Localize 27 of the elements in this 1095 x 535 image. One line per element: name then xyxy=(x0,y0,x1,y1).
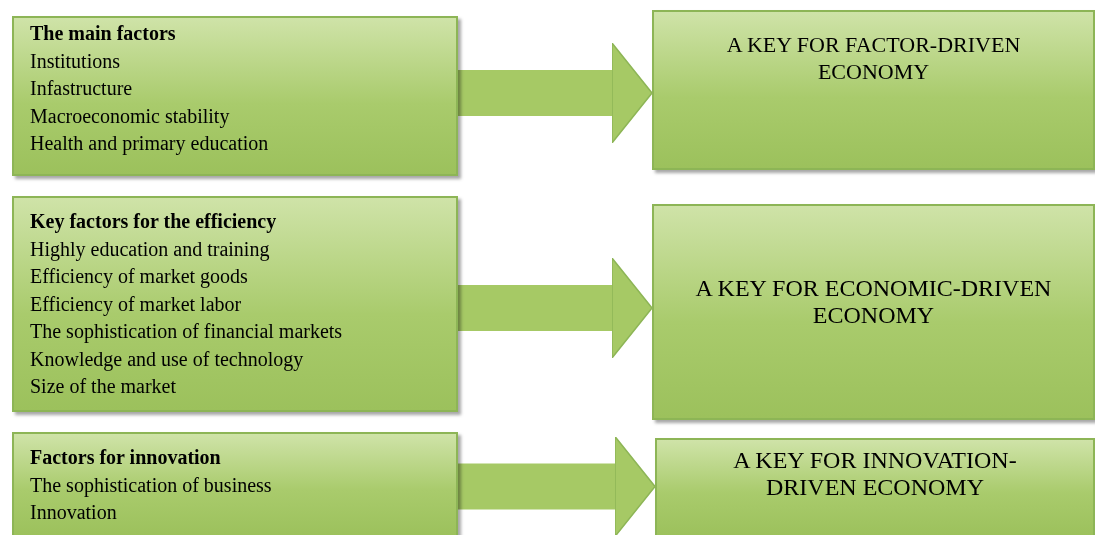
block-arrow xyxy=(458,435,656,535)
stage-title: A KEY FOR INNOVATION- DRIVEN ECONOMY xyxy=(732,447,1018,501)
block-arrow xyxy=(458,257,653,359)
economy-stage-box xyxy=(655,438,1095,535)
list-item: Infastructure xyxy=(30,76,133,101)
list-item: Size of the market xyxy=(30,374,177,399)
list-item: Health and primary education xyxy=(30,131,269,157)
list-item: The sophistication of business xyxy=(30,472,272,499)
list-item: Efficiency of market labor xyxy=(30,291,242,318)
factor-list-box xyxy=(12,16,458,176)
list-item: Knowledge and use of technology xyxy=(30,346,304,373)
economy-stage-box xyxy=(652,204,1095,420)
list-item: Macroeconomic stability xyxy=(30,103,230,130)
stage-title: A KEY FOR FACTOR-DRIVEN ECONOMY xyxy=(725,31,1022,85)
stage-title: A KEY FOR ECONOMIC-DRIVEN ECONOMY xyxy=(694,275,1053,329)
economy-stage-box xyxy=(652,10,1095,170)
list-item: Highly education and training xyxy=(30,236,270,263)
list-item: Institutions xyxy=(30,48,120,74)
list-heading: Key factors for the efficiency xyxy=(30,209,277,235)
list-item: The sophistication of financial markets xyxy=(30,319,343,345)
factor-list-box xyxy=(12,196,458,412)
factor-list-box xyxy=(12,432,458,535)
list-heading: The main factors xyxy=(30,21,176,46)
list-heading: Factors for innovation xyxy=(30,445,221,470)
block-arrow xyxy=(458,42,653,144)
list-item: Innovation xyxy=(30,500,117,525)
list-item: Efficiency of market goods xyxy=(30,264,248,290)
